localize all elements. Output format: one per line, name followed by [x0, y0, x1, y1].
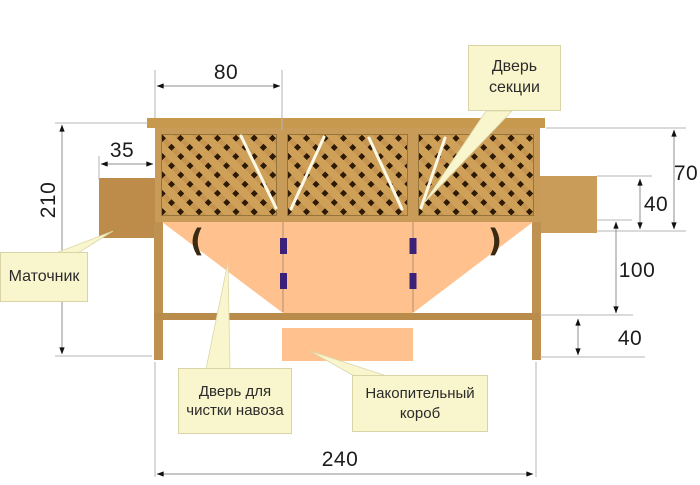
dim-mother-box-depth: 35 [109, 139, 135, 162]
support-rail [154, 313, 541, 320]
callout-tail-section-door [423, 110, 513, 204]
door-swing-line [419, 136, 447, 210]
door-swing-line [239, 134, 278, 210]
lattice-panel-1 [161, 134, 277, 216]
dim-cage-height: 70 [673, 162, 699, 185]
mother-box-shape [99, 178, 155, 238]
right-leg [532, 222, 541, 360]
door-swing-mark-right: ) [487, 223, 503, 259]
latch [409, 238, 417, 254]
dim-total-height: 210 [37, 181, 60, 219]
feeder-box-shape [540, 176, 597, 233]
dim-section-width: 80 [213, 61, 239, 84]
collection-box-shape [282, 328, 413, 361]
latch [280, 273, 287, 289]
dim-feeder-height: 40 [643, 193, 669, 216]
dim-stand-height: 40 [617, 327, 643, 350]
callout-manure-door: Дверь для чистки навоза [178, 368, 292, 434]
callout-tail-mother-box [55, 230, 114, 254]
roof-board [147, 118, 545, 128]
callout-collection-box: Накопительный короб [352, 375, 488, 432]
dimension-lines [59, 83, 677, 477]
latch [280, 238, 287, 254]
door-swing-line [289, 135, 326, 211]
dim-funnel-height: 100 [618, 259, 656, 282]
manure-funnel [162, 222, 533, 313]
extension-lines [55, 70, 686, 477]
callout-tail-manure-door [205, 261, 231, 370]
latch [409, 273, 417, 289]
callout-section-door: Дверь секции [468, 45, 561, 111]
dim-total-width: 240 [321, 448, 359, 471]
callout-tail-collection-box [309, 350, 391, 378]
door-swing-mark-left: ( [189, 223, 205, 259]
door-swing-line [367, 136, 404, 211]
left-leg [154, 222, 163, 360]
callout-mother-box: Маточник [0, 252, 88, 302]
